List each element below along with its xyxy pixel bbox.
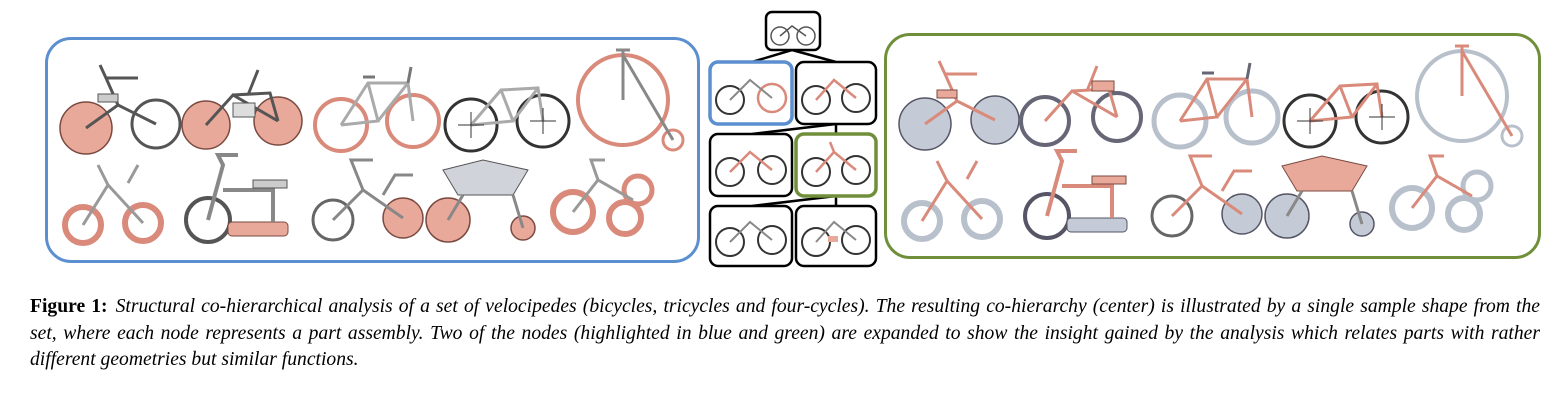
mountain-bicycle-blue — [443, 86, 571, 153]
figure-caption-text: Structural co-hierarchical analysis of a… — [30, 296, 1540, 370]
tree-node-blue-highlighted — [708, 60, 794, 126]
penny-farthing-green — [1415, 44, 1524, 148]
mountain-bicycle-green — [1282, 82, 1410, 149]
chopper-tricycle-blue — [311, 158, 424, 242]
tricycle-blue — [550, 158, 655, 237]
small-bicycle-green — [901, 160, 1003, 242]
tree-node-level2-left — [708, 132, 794, 198]
quad-four-cycle-green — [1264, 155, 1375, 239]
motor-bicycle-green — [1019, 65, 1143, 147]
cruiser-bicycle-green — [898, 60, 1020, 151]
figure-caption: Figure 1:Structural co-hierarchical anal… — [30, 294, 1540, 374]
motor-bicycle-blue — [181, 69, 303, 150]
green-highlight-panel — [884, 33, 1541, 259]
chopper-tricycle-green — [1150, 154, 1263, 238]
penny-farthing-blue — [576, 48, 685, 152]
road-bicycle-blue — [313, 66, 441, 153]
tree-node-level3-right — [794, 204, 878, 268]
tree-node-level3-left — [708, 204, 794, 268]
tree-node-green-highlighted — [794, 132, 878, 198]
tree-node-level1-right — [794, 60, 878, 126]
tricycle-green — [1389, 154, 1494, 233]
quad-four-cycle-blue — [425, 159, 536, 243]
tricycle-scooter-blue — [184, 153, 289, 244]
tree-node-root — [764, 10, 822, 52]
co-hierarchy-tree — [708, 10, 878, 268]
blue-panel-shapes — [59, 48, 685, 246]
figure-label: Figure 1: — [30, 296, 108, 317]
tricycle-scooter-green — [1023, 149, 1128, 240]
green-panel-shapes — [898, 44, 1524, 242]
blue-highlight-panel — [45, 37, 700, 263]
cruiser-bicycle-blue — [59, 64, 182, 155]
road-bicycle-green — [1151, 62, 1281, 150]
small-bicycle-blue — [62, 164, 164, 246]
